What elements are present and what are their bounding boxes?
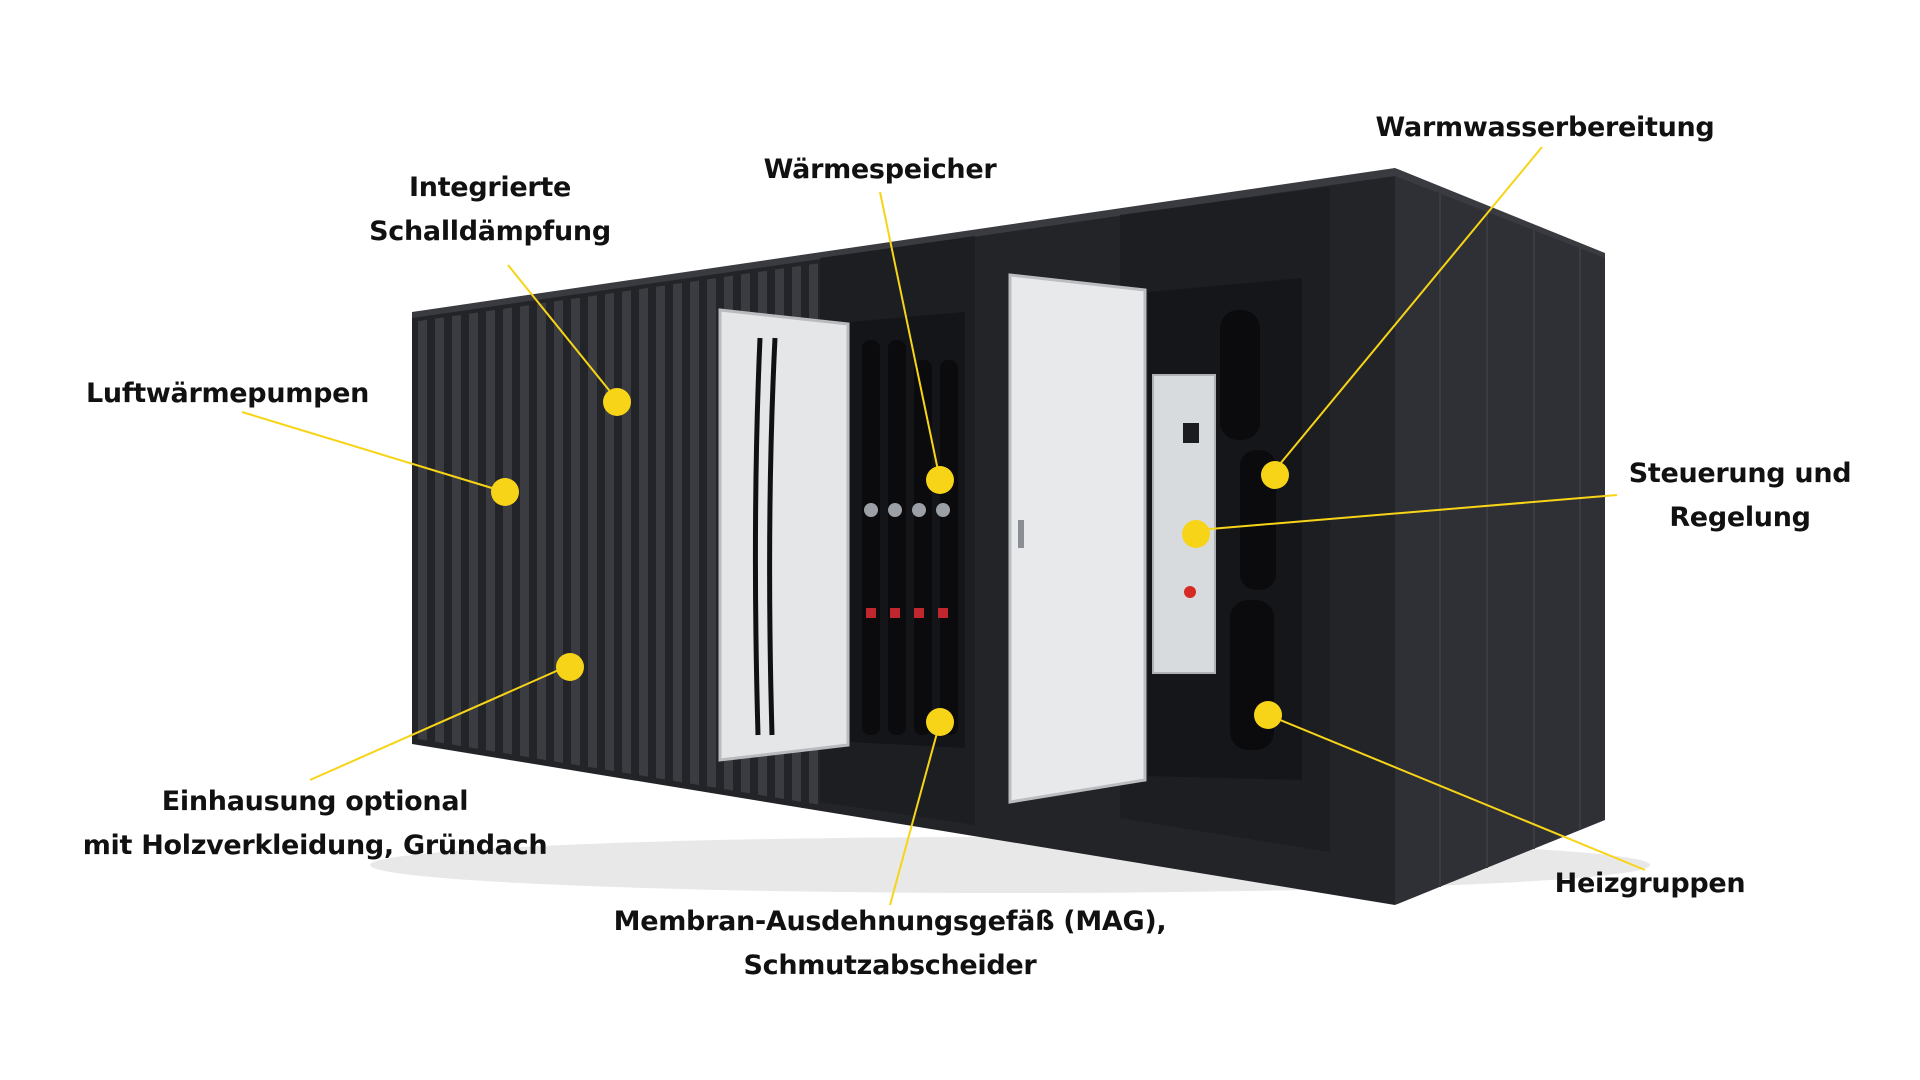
label-heizgruppen: Heizgruppen [1500,862,1800,906]
label-einhausung: Einhausung optional mit Holzverkleidung,… [50,780,580,868]
label-waermespeicher: Wärmespeicher [730,148,1030,192]
label-line: Steuerung und [1628,458,1852,489]
label-warmwasser: Warmwasserbereitung [1335,106,1755,150]
label-line: Schalldämpfung [369,216,611,247]
side-panel-seams [1439,194,1581,887]
louver-slat [486,310,495,752]
marker-luftwaermepumpen-icon [491,478,519,506]
label-line: Membran-Ausdehnungsgefäß (MAG), [613,906,1167,937]
marker-einhausung-icon [556,653,584,681]
label-line: Wärmespeicher [763,154,997,185]
callout-lines [241,146,1646,906]
louver-slat [537,302,546,760]
label-line: Schmutzabscheider [743,950,1037,981]
louver-slat [571,297,580,766]
louver-slat [469,312,478,749]
louver-slat [673,282,682,783]
label-schalldaempfung: Integrierte Schalldämpfung [350,166,630,254]
emergency-switch [1184,586,1196,598]
marker-heizgruppen-icon [1254,701,1282,729]
louver-slat [588,295,597,769]
label-mag: Membran-Ausdehnungsgefäß (MAG), Schmutza… [560,900,1220,988]
control-display [1183,423,1199,443]
louver-slat [452,314,461,747]
louver-slat [520,305,529,758]
louver-slat [435,317,444,744]
label-line: Luftwärmepumpen [86,378,370,409]
container-side-face [1395,176,1605,905]
middle-interior-pipes [862,340,958,735]
label-line: Warmwasserbereitung [1375,112,1715,143]
marker-warmwasser-icon [1261,461,1289,489]
louver-slat [554,300,563,763]
marker-mag-icon [926,708,954,736]
door-hoses [752,337,778,736]
label-line: Heizgruppen [1554,868,1746,899]
louver-slat [605,292,614,772]
louver-slat [639,287,648,777]
louver-slat [656,285,665,780]
marker-steuerung-icon [1182,520,1210,548]
louver-slat [707,278,716,788]
door-handle [1018,520,1024,548]
marker-waermespeicher-icon [926,466,954,494]
label-line: mit Holzverkleidung, Gründach [82,830,548,861]
label-steuerung: Steuerung und Regelung [1590,452,1890,540]
louver-slat [622,290,631,774]
pressure-gauges [864,503,950,517]
marker-schalldaempfung-icon [603,388,631,416]
middle-open-door [718,308,850,762]
right-open-door [1008,273,1147,804]
label-line: Einhausung optional [161,786,469,817]
louver-slat [503,307,512,755]
louver-slat [690,280,699,786]
louver-slat [418,319,427,741]
label-line: Regelung [1669,502,1811,533]
red-valves [866,608,948,618]
yellow-dot-icon [491,388,1289,736]
label-line: Integrierte [409,172,571,203]
label-luftwaermepumpen: Luftwärmepumpen [86,372,369,416]
